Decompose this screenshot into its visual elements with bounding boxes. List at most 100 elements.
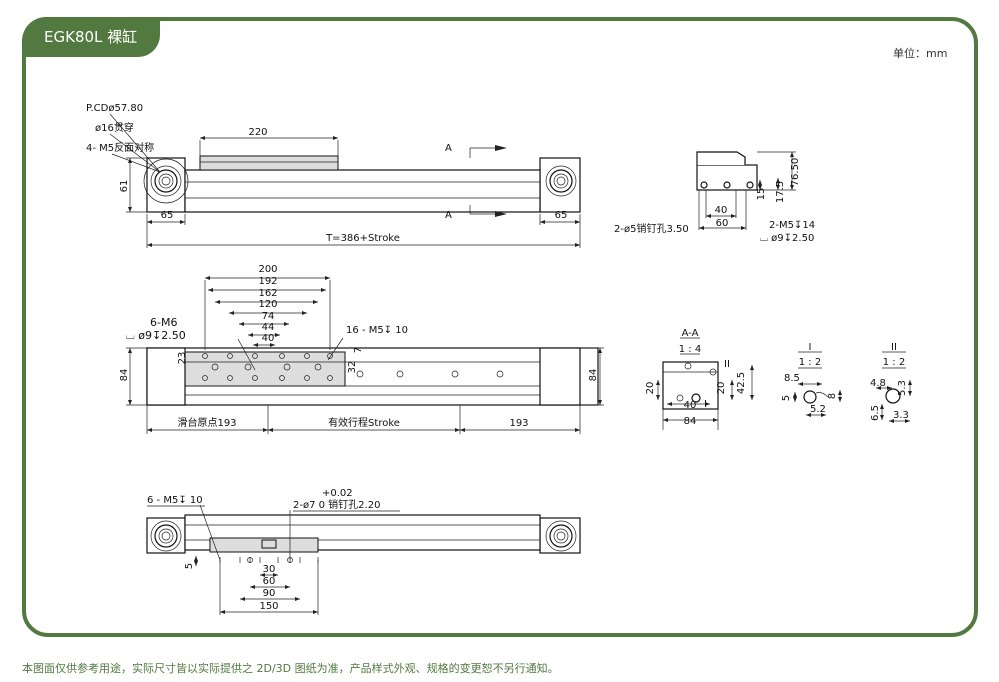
hole-icon: [279, 375, 285, 381]
dim-76-50: 76.50: [790, 158, 801, 187]
drawing-line: [109, 113, 161, 173]
dim-120: 120: [258, 299, 277, 310]
hole-icon: [684, 362, 692, 370]
dimension-arrow: [838, 390, 842, 402]
dimension-arrow: [699, 226, 746, 230]
bottom-view: 6 - M5↧ 10 +0.02 2-ø7 0 销钉孔2.20 5 30 60 …: [147, 488, 380, 612]
detail-i-dim-5: 5: [781, 395, 792, 401]
dimension-arrow: [239, 322, 289, 326]
dim-220: 220: [248, 127, 267, 138]
detail-ii-dim-5-3: 5.3: [897, 380, 908, 396]
hole-icon: [158, 528, 174, 544]
detail-i-dim-8-5: 8.5: [784, 373, 800, 384]
callout-m5-14: 2-M5↧14: [769, 220, 815, 231]
carriage: [199, 155, 339, 171]
callout-pin-hole: 2-ø5销钉孔3.50: [614, 222, 689, 235]
disclaimer-note: 本图面仅供参考用途，实际尺寸皆以实际提供之 2D/3D 图纸为准，产品样式外观、…: [22, 662, 559, 675]
hole-icon: [252, 353, 258, 359]
aa-dim-42-5: 42.5: [736, 372, 747, 394]
dim-60: 60: [716, 218, 729, 229]
hole-icon: [202, 375, 208, 381]
detail-ii-dim-6-5: 6.5: [870, 405, 881, 421]
drawing-line: [327, 337, 344, 361]
hole-icon: [723, 181, 731, 189]
hole-icon: [304, 375, 310, 381]
side-view: 76.50 17.5 15 40 60 2-ø5销钉孔3.50 2-M5↧14 …: [614, 158, 815, 244]
hole-icon: [158, 173, 174, 189]
dim-192: 192: [258, 276, 277, 287]
dimension-arrow: [758, 180, 762, 190]
hole-icon: [202, 353, 208, 359]
plan-view: 200 192 162 120 74 44 40 84 84 23 32 7 滑…: [119, 264, 599, 429]
motor-ring-icon: [545, 165, 577, 197]
drawing-line: [111, 153, 161, 173]
aa-dim-40: 40: [684, 400, 697, 411]
section-arrow: [495, 211, 507, 217]
dim-stroke: 有效行程Stroke: [328, 416, 400, 429]
hole-icon: [556, 531, 566, 541]
hole-icon: [356, 370, 364, 378]
pcd-circle: [143, 158, 189, 204]
hole-icon: [803, 390, 817, 404]
dimension-arrow: [250, 585, 290, 589]
drawing-rect: [539, 347, 581, 406]
dim-23: 23: [177, 352, 188, 365]
unit-label: 单位：mm: [893, 47, 948, 60]
callout-through-hole: ø16贯穿: [95, 121, 134, 134]
pin-block: [261, 539, 277, 549]
hole-icon: [885, 388, 901, 404]
hole-icon: [553, 173, 569, 189]
callout-counterbore: ⌴ ø9↧2.50: [760, 233, 814, 244]
detail-i-dim-5-2: 5.2: [810, 404, 826, 415]
section-mark-a-bottom: A: [445, 210, 452, 221]
drawing-frame: [22, 17, 978, 637]
detail-i-scale: 1 : 2: [799, 357, 821, 368]
hole-icon: [279, 353, 285, 359]
detail-ii-title: II: [891, 342, 897, 353]
dim-end-193: 193: [509, 418, 528, 429]
motor-ring-icon: [154, 169, 178, 193]
hole-icon: [746, 181, 754, 189]
dimension-arrow: [876, 386, 892, 390]
dim-32: 32: [347, 361, 358, 374]
detail-ii-scale: 1 : 2: [883, 357, 905, 368]
hole-icon: [327, 353, 333, 359]
dimension-arrow: [730, 380, 734, 400]
dim-74: 74: [262, 311, 275, 322]
motor-ring-icon: [549, 524, 573, 548]
hole-icon: [161, 176, 171, 186]
hole-icon: [304, 353, 310, 359]
carriage-profile: [696, 151, 746, 165]
dim-84-right: 84: [588, 369, 599, 382]
dimension-arrow: [793, 392, 797, 402]
hole-icon: [327, 375, 333, 381]
drawing-rect: [146, 347, 186, 406]
dim-total: T=386+Stroke: [325, 233, 400, 244]
dim-84-left: 84: [119, 369, 130, 382]
dim-15: 15: [756, 188, 767, 201]
groove-profile: [815, 392, 829, 398]
dimension-arrow: [194, 556, 198, 566]
hole-icon: [556, 176, 566, 186]
detail-ii-dim-3-3: 3.3: [893, 410, 909, 421]
hole-icon: [396, 370, 404, 378]
carriage-plate: [184, 351, 346, 387]
hole-icon: [283, 363, 291, 371]
dim-40: 40: [715, 205, 728, 216]
motor-ring-icon: [545, 520, 577, 552]
hole-icon: [211, 363, 219, 371]
dim-162: 162: [258, 288, 277, 299]
callout-pcd: P.CDø57.80: [86, 103, 143, 114]
callout-16-m5: 16 - M5↧ 10: [346, 325, 408, 336]
detail-i-dim-8: 8: [827, 393, 838, 399]
drawing-line: [199, 504, 221, 561]
dim-17-5: 17.5: [775, 181, 786, 203]
hole-icon: [227, 375, 233, 381]
callout-tolerance: +0.02: [322, 488, 353, 499]
drawing-rect: [184, 169, 541, 213]
aa-dim-20-left: 20: [645, 382, 656, 395]
dim-65-right: 65: [555, 210, 568, 221]
hole-icon: [314, 363, 322, 371]
aa-dim-84: 84: [684, 416, 697, 427]
